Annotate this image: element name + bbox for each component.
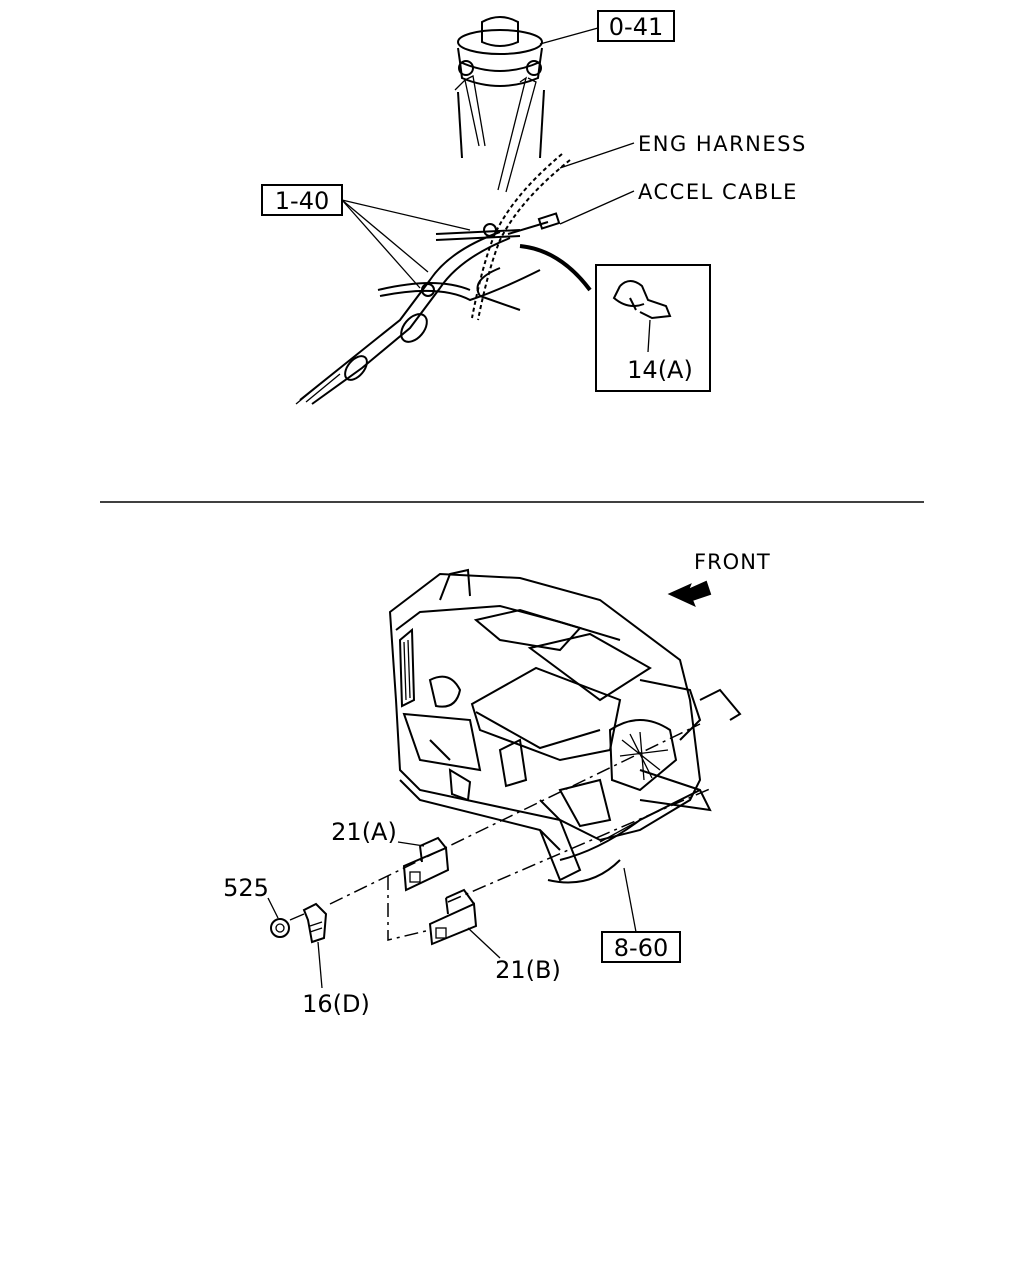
part-label-525: 525 [223,874,269,902]
detail-box-14a [595,264,711,392]
top-diagram: 0-41 1-40 ENG HARNESS ACCEL CABLE 14(A) [261,10,807,405]
reservoir-drawing [454,16,545,193]
leader-accel-cable [559,190,635,225]
ref-box-1-40 [261,184,343,216]
assembly-line-a [329,723,701,905]
leader-1-40-a [341,199,471,231]
bracket-21b-drawing [428,888,478,946]
leader-0-41 [539,27,599,45]
part-label-21a: 21(A) [331,818,397,846]
ref-box-8-60 [601,931,681,963]
part-label-16d: 16(D) [302,990,370,1018]
leader-eng-harness [559,142,635,169]
detail-pointer-arrow [519,244,592,292]
hvac-unit-drawing [388,568,742,884]
assembly-line-b [387,876,431,941]
cable-bundle-drawing [295,223,541,405]
part-label-14a: 14(A) [627,356,693,384]
accel-cable-label: ACCEL CABLE [638,180,798,204]
accel-cable-drawing [507,212,561,235]
nut-525-drawing [270,918,290,938]
ref-label-1-40: 1-40 [275,187,329,215]
front-arrow-icon [667,580,712,607]
ref-label-8-60: 8-60 [614,934,668,962]
clip-16d-drawing [289,902,328,944]
assembly-line-c [447,787,713,903]
leader-1-40-c [341,199,421,289]
eng-harness-label: ENG HARNESS [638,132,807,156]
part-label-21b: 21(B) [495,956,561,984]
leader-8-60 [623,867,637,933]
front-label: FRONT [694,550,771,574]
leader-1-40-b [341,199,429,273]
leader-16d [317,941,323,989]
ref-label-0-41: 0-41 [609,13,663,41]
leader-525 [267,897,279,919]
leader-21a [397,841,425,847]
clip-14a-drawing [612,280,672,353]
ref-box-0-41 [597,10,675,42]
leader-21b [467,927,501,959]
bottom-diagram: FRONT [223,550,771,1018]
